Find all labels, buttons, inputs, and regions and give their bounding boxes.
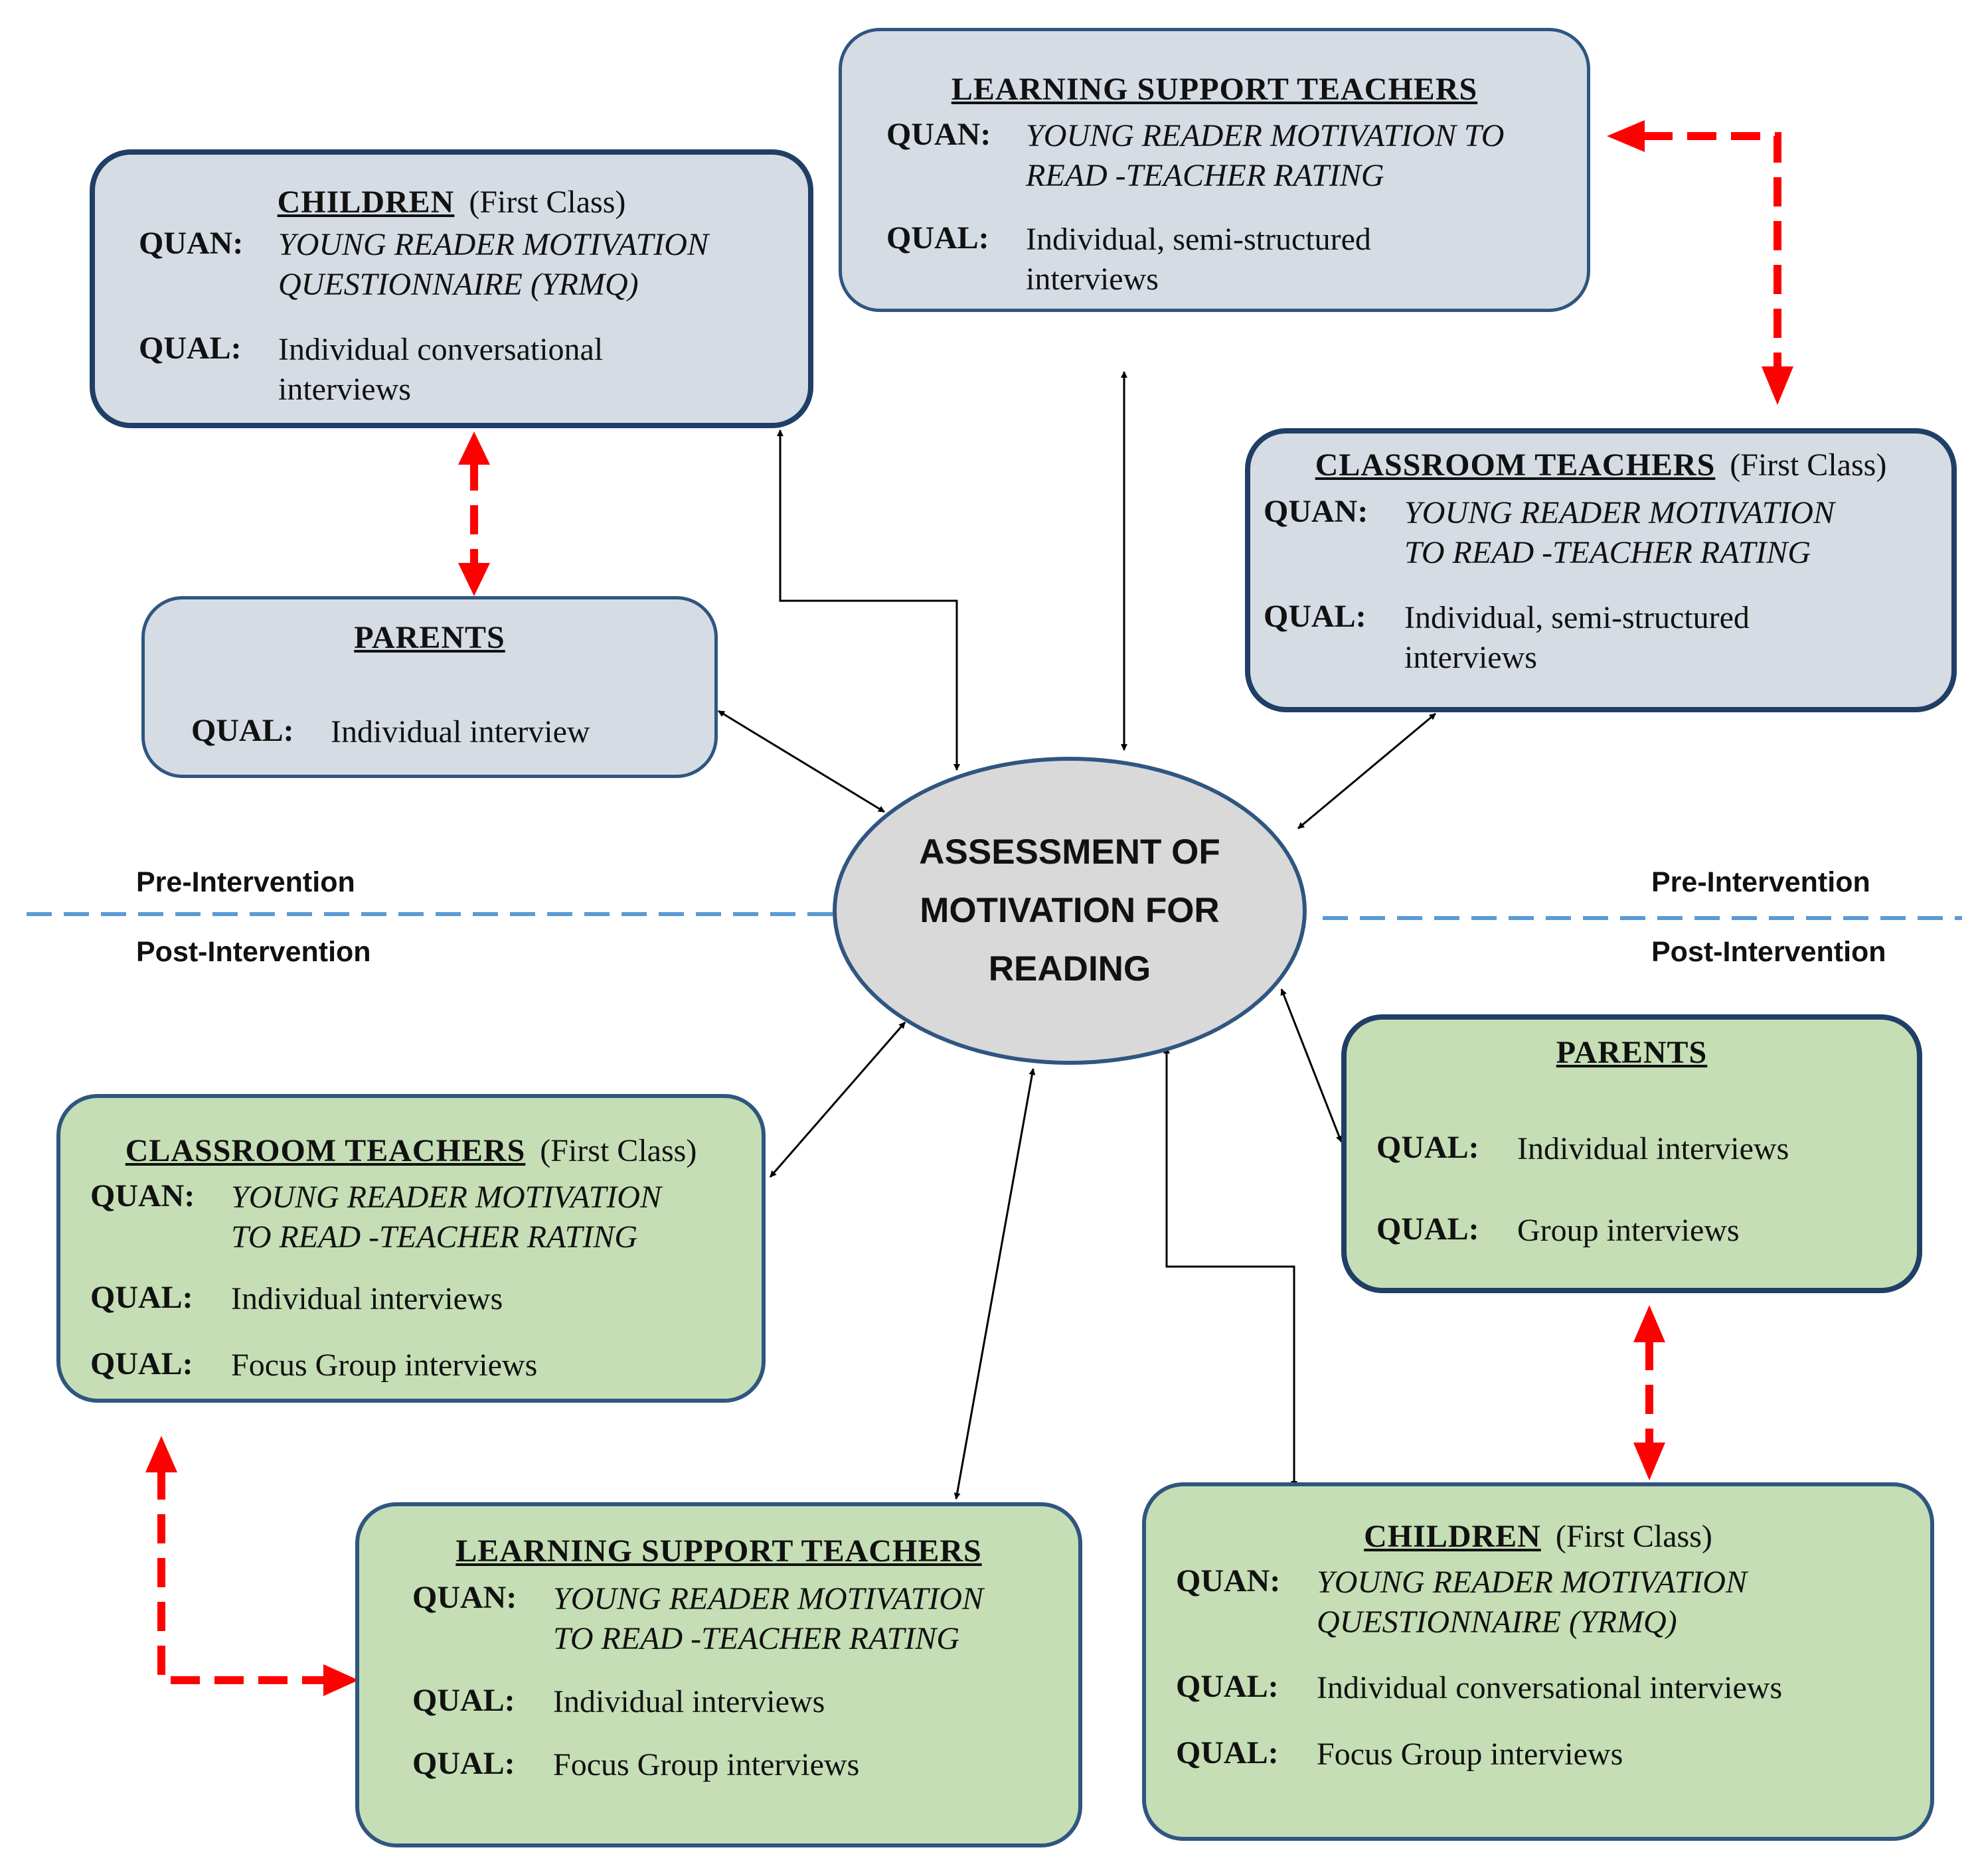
arrow-parents-center: [718, 710, 885, 813]
qual-label: QUAL:: [1376, 1130, 1479, 1165]
qual-value: Individual conversational interviews: [1317, 1670, 1783, 1705]
pre-learning-support-box: LEARNING SUPPORT TEACHERS QUAN: YOUNG RE…: [839, 28, 1590, 312]
box-subtitle: (First Class): [1555, 1519, 1712, 1554]
box-title: CLASSROOM TEACHERS: [1315, 447, 1716, 483]
red-arrowhead: [1633, 1305, 1665, 1342]
arrow-post-learning-support-center: [953, 1068, 1036, 1500]
qual-label: QUAL:: [90, 1280, 193, 1315]
quan-label: QUAN:: [1264, 494, 1368, 529]
qual-value: Focus Group interviews: [1317, 1737, 1623, 1772]
qual-label: QUAL:: [1176, 1735, 1279, 1770]
quan-label: QUAN:: [886, 117, 991, 152]
box-title: PARENTS: [1556, 1035, 1708, 1070]
box-title: CLASSROOM TEACHERS: [125, 1133, 526, 1168]
qual-label: QUAL:: [1376, 1212, 1479, 1247]
post-intervention-label-right: Post-Intervention: [1651, 936, 1886, 968]
post-intervention-label-left: Post-Intervention: [136, 936, 371, 968]
qual-value: Individual interviews: [231, 1281, 503, 1316]
pre-classroom-box: CLASSROOM TEACHERS (First Class) QUAN: YO…: [1245, 428, 1957, 712]
qual-label: QUAL:: [191, 713, 294, 748]
red-arrowhead: [145, 1436, 177, 1472]
qual-label: QUAL:: [1264, 599, 1366, 634]
qual-value: Individual interviews: [1517, 1131, 1789, 1166]
dashed-link-learning-classroom-pre: [1643, 132, 1781, 368]
box-title: PARENTS: [354, 620, 505, 655]
arrow-post-classroom-center: [769, 1022, 906, 1178]
post-learning-support-box: LEARNING SUPPORT TEACHERS QUAN: YOUNG RE…: [355, 1502, 1082, 1847]
box-title: CHILDREN: [1364, 1519, 1541, 1554]
quan-label: QUAN:: [90, 1178, 195, 1213]
post-children-box: CHILDREN (First Class) QUAN: YOUNG READER…: [1142, 1482, 1934, 1841]
qual-label: QUAL:: [412, 1683, 515, 1718]
qual-value: Individual interviews: [553, 1684, 825, 1719]
pre-intervention-label-left: Pre-Intervention: [136, 866, 355, 898]
arrow-classroom-center: [1297, 712, 1436, 830]
qual-label: QUAL:: [139, 331, 242, 366]
red-arrowhead: [1762, 366, 1793, 405]
quan-label: QUAN:: [139, 226, 244, 261]
box-title: LEARNING SUPPORT TEACHERS: [951, 72, 1478, 107]
pre-parents-box: PARENTS QUAL: Individual interview: [141, 596, 718, 778]
box-subtitle: (First Class): [1730, 447, 1887, 483]
qual-value: Group interviews: [1517, 1213, 1740, 1248]
pre-children-box: CHILDREN (First Class) QUAN: YOUNG READER…: [90, 149, 813, 428]
arrow-children-center: [777, 430, 960, 771]
pre-intervention-label-right: Pre-Intervention: [1651, 866, 1870, 898]
qual-label: QUAL:: [412, 1746, 515, 1781]
box-subtitle: (First Class): [540, 1133, 697, 1168]
red-arrowhead: [323, 1664, 359, 1696]
qual-label: QUAL:: [1176, 1669, 1279, 1704]
quan-label: QUAN:: [412, 1580, 517, 1615]
arrow-post-children-center: [1163, 1047, 1297, 1488]
box-title: CHILDREN: [277, 185, 455, 220]
dashed-link-classroom-learning-post: [157, 1470, 325, 1684]
quan-label: QUAN:: [1176, 1563, 1281, 1599]
box-title: LEARNING SUPPORT TEACHERS: [455, 1533, 982, 1569]
red-arrowhead: [458, 563, 490, 596]
post-classroom-box: CLASSROOM TEACHERS (First Class) QUAN: YO…: [56, 1094, 766, 1403]
post-parents-box: PARENTS QUAL: Individual interviews QUAL…: [1341, 1014, 1922, 1293]
qual-label: QUAL:: [90, 1346, 193, 1381]
red-arrowhead: [1607, 120, 1645, 152]
box-subtitle: (First Class): [469, 185, 626, 220]
qual-label: QUAL:: [886, 220, 989, 256]
qual-value: Focus Group interviews: [553, 1747, 860, 1782]
arrow-post-parents-center: [1280, 988, 1343, 1142]
qual-value: Individual interview: [331, 714, 590, 749]
red-arrowhead: [458, 431, 490, 465]
red-arrowhead: [1633, 1443, 1665, 1480]
qual-value: Focus Group interviews: [231, 1348, 538, 1383]
